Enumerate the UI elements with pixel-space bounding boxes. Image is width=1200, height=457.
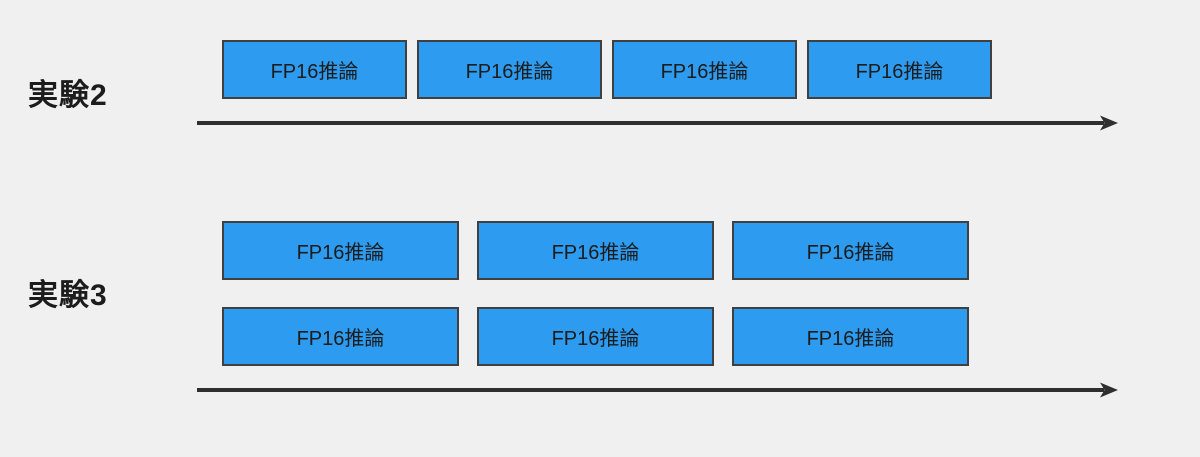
task-box: FP16推論 [807,40,992,99]
exp3-box-row-2: FP16推論 FP16推論 FP16推論 [222,307,969,366]
exp3-box-row-1: FP16推論 FP16推論 FP16推論 [222,221,969,280]
lane-label-exp3: 実験3 [28,279,108,312]
task-box: FP16推論 [732,221,969,280]
task-box: FP16推論 [222,221,459,280]
task-box: FP16推論 [222,40,407,99]
lane-label-exp2: 実験2 [28,79,108,112]
task-box: FP16推論 [477,307,714,366]
timeline-arrow-icon [197,382,1118,398]
task-box: FP16推論 [222,307,459,366]
task-box: FP16推論 [477,221,714,280]
exp2-box-row: FP16推論 FP16推論 FP16推論 FP16推論 [222,40,992,99]
timeline-arrow-icon [197,115,1118,131]
task-box: FP16推論 [732,307,969,366]
task-box: FP16推論 [417,40,602,99]
task-box: FP16推論 [612,40,797,99]
